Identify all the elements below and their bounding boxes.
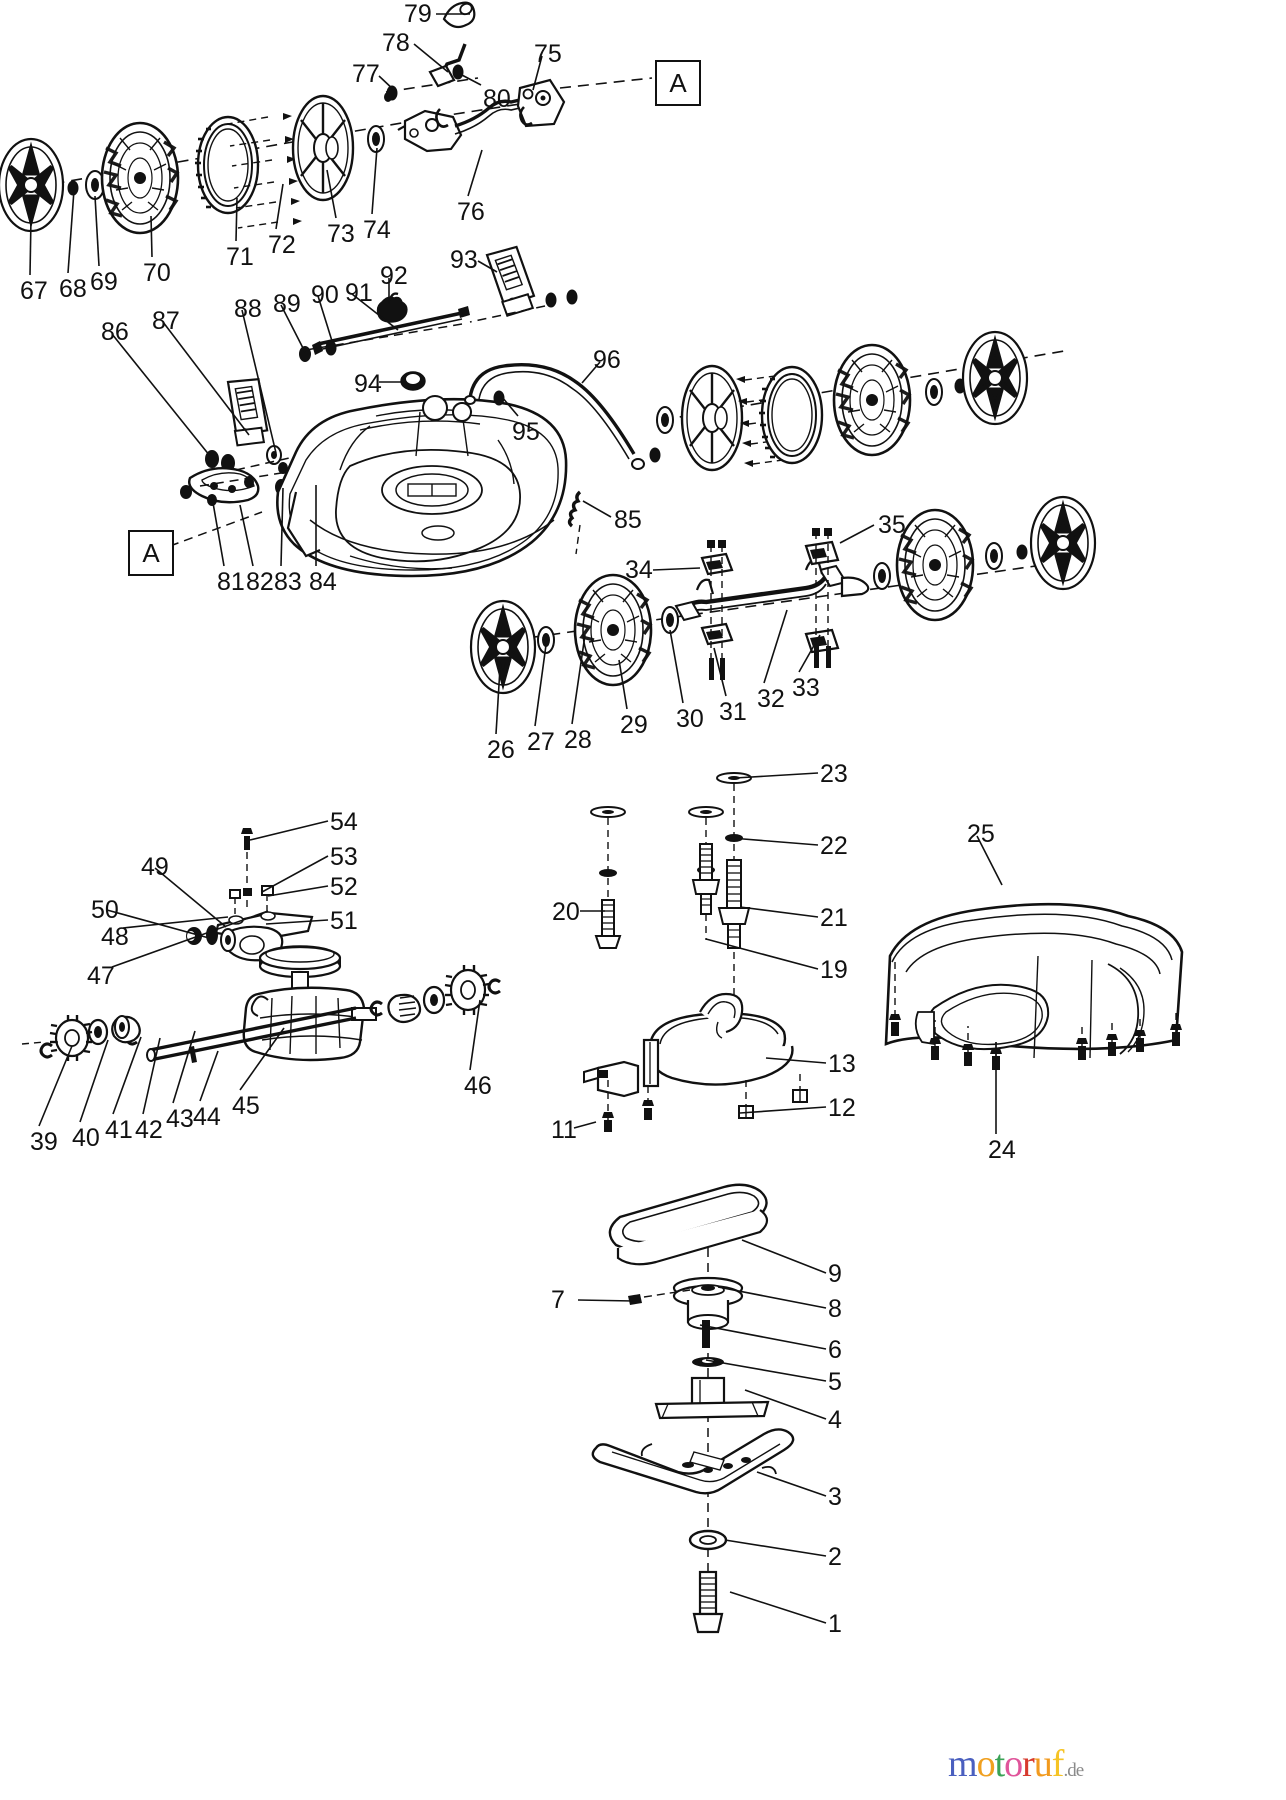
callout-number-49: 49 — [141, 853, 169, 881]
callout-number-80: 80 — [483, 85, 511, 113]
callout-number-50: 50 — [91, 896, 119, 924]
callout-number-21: 21 — [820, 904, 848, 932]
callout-number-78: 78 — [382, 29, 410, 57]
callout-number-13: 13 — [828, 1050, 856, 1078]
watermark-letter-3: o — [1004, 1743, 1023, 1785]
callout-number-90: 90 — [311, 281, 339, 309]
callout-number-54: 54 — [330, 808, 358, 836]
callout-number-29: 29 — [620, 711, 648, 739]
callout-number-95: 95 — [512, 418, 540, 446]
callout-number-67: 67 — [20, 277, 48, 305]
callout-number-70: 70 — [143, 259, 171, 287]
callout-number-68: 68 — [59, 275, 87, 303]
callout-number-74: 74 — [363, 216, 391, 244]
callout-number-52: 52 — [330, 873, 358, 901]
callout-number-5: 5 — [828, 1368, 842, 1396]
callout-number-8: 8 — [828, 1295, 842, 1323]
watermark-letter-6: f — [1051, 1743, 1065, 1785]
callout-number-96: 96 — [593, 346, 621, 374]
callout-number-19: 19 — [820, 956, 848, 984]
callout-number-76: 76 — [457, 198, 485, 226]
callout-number-2: 2 — [828, 1543, 842, 1571]
callout-number-3: 3 — [828, 1483, 842, 1511]
callout-number-6: 6 — [828, 1336, 842, 1364]
callout-number-26: 26 — [487, 736, 515, 764]
callout-number-43: 43 — [166, 1105, 194, 1133]
callout-number-42: 42 — [135, 1116, 163, 1144]
callout-number-28: 28 — [564, 726, 592, 754]
callout-number-48: 48 — [101, 923, 129, 951]
callout-number-82: 82 — [246, 568, 274, 596]
callout-number-83: 83 — [274, 568, 302, 596]
callout-number-1: 1 — [828, 1610, 842, 1638]
callout-number-79: 79 — [404, 0, 432, 28]
watermark-letter-4: r — [1022, 1743, 1035, 1785]
callout-number-45: 45 — [232, 1092, 260, 1120]
callout-number-75: 75 — [534, 40, 562, 68]
callout-number-4: 4 — [828, 1406, 842, 1434]
motoruf-watermark: motoruf.de — [948, 1742, 1084, 1786]
callout-number-31: 31 — [719, 698, 747, 726]
callout-number-39: 39 — [30, 1128, 58, 1156]
callout-number-91: 91 — [345, 279, 373, 307]
callout-number-46: 46 — [464, 1072, 492, 1100]
callout-number-87: 87 — [152, 307, 180, 335]
callout-number-92: 92 — [380, 262, 408, 290]
callout-number-30: 30 — [676, 705, 704, 733]
callout-number-85: 85 — [614, 506, 642, 534]
callout-number-73: 73 — [327, 220, 355, 248]
callout-number-24: 24 — [988, 1136, 1016, 1164]
callout-number-72: 72 — [268, 231, 296, 259]
callout-number-34: 34 — [625, 556, 653, 584]
reference-mark-a: A — [655, 60, 701, 106]
callout-number-84: 84 — [309, 568, 337, 596]
callout-number-69: 69 — [90, 268, 118, 296]
callout-number-71: 71 — [226, 243, 254, 271]
watermark-letter-2: t — [994, 1743, 1006, 1785]
callout-number-94: 94 — [354, 370, 382, 398]
callout-number-40: 40 — [72, 1124, 100, 1152]
callout-number-12: 12 — [828, 1094, 856, 1122]
callout-number-7: 7 — [551, 1286, 565, 1314]
watermark-suffix: .de — [1063, 1760, 1084, 1781]
callout-number-89: 89 — [273, 290, 301, 318]
reference-mark-a: A — [128, 530, 174, 576]
callout-number-33: 33 — [792, 674, 820, 702]
callout-number-47: 47 — [87, 962, 115, 990]
callout-number-81: 81 — [217, 568, 245, 596]
callout-number-44: 44 — [193, 1103, 221, 1131]
callout-number-22: 22 — [820, 832, 848, 860]
callout-number-25: 25 — [967, 820, 995, 848]
callout-number-53: 53 — [330, 843, 358, 871]
callout-number-11: 11 — [551, 1116, 577, 1144]
callout-number-86: 86 — [101, 318, 129, 346]
callout-number-41: 41 — [105, 1116, 133, 1144]
callout-number-77: 77 — [352, 60, 380, 88]
callout-number-9: 9 — [828, 1260, 842, 1288]
watermark-letter-1: o — [976, 1743, 996, 1785]
callout-number-51: 51 — [330, 907, 358, 935]
callout-number-93: 93 — [450, 246, 478, 274]
watermark-letter-5: u — [1033, 1743, 1053, 1785]
callout-number-27: 27 — [527, 728, 555, 756]
watermark-letter-0: m — [948, 1743, 978, 1785]
callout-number-20: 20 — [552, 898, 580, 926]
callout-number-35: 35 — [878, 511, 906, 539]
callout-number-88: 88 — [234, 295, 262, 323]
callout-number-23: 23 — [820, 760, 848, 788]
callout-number-32: 32 — [757, 685, 785, 713]
